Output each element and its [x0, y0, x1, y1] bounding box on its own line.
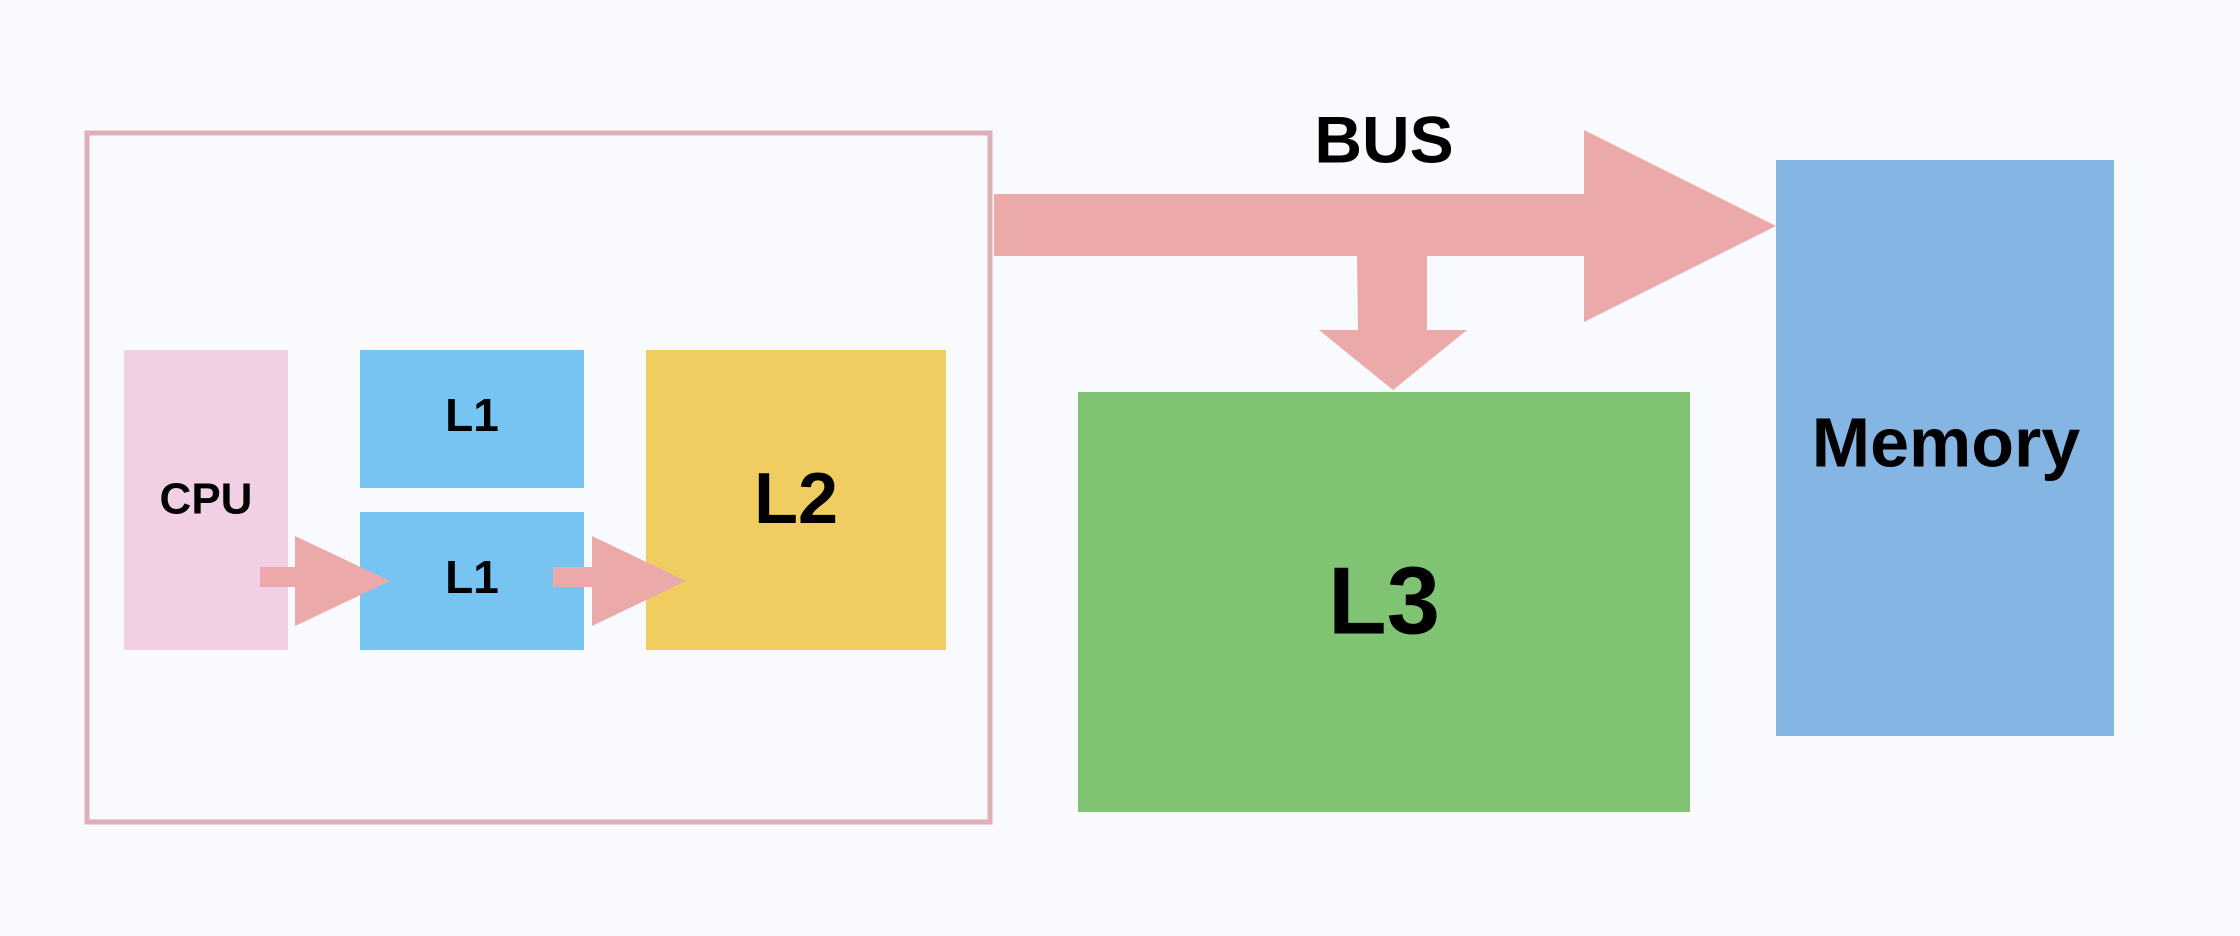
memory-label: Memory	[1812, 403, 2080, 481]
l1-top-label: L1	[445, 389, 499, 441]
bus-to-l3-arrow	[1319, 254, 1467, 390]
l1-to-l2-arrow	[553, 536, 686, 626]
l2-block	[646, 350, 946, 650]
core-container	[84, 130, 993, 825]
l1-bottom-block	[360, 512, 584, 650]
cpu-to-l1-arrow	[260, 536, 390, 626]
l1-top-block	[360, 350, 584, 488]
l3-block	[1078, 392, 1690, 812]
l2-label: L2	[754, 459, 838, 539]
cpu-label: CPU	[160, 475, 253, 524]
l1-bottom-label: L1	[445, 551, 499, 603]
bus-arrow	[994, 130, 1776, 322]
cpu-block	[124, 350, 288, 650]
memory-block	[1776, 160, 2114, 736]
bus-label: BUS	[1314, 102, 1453, 176]
l3-label: L3	[1328, 547, 1440, 654]
